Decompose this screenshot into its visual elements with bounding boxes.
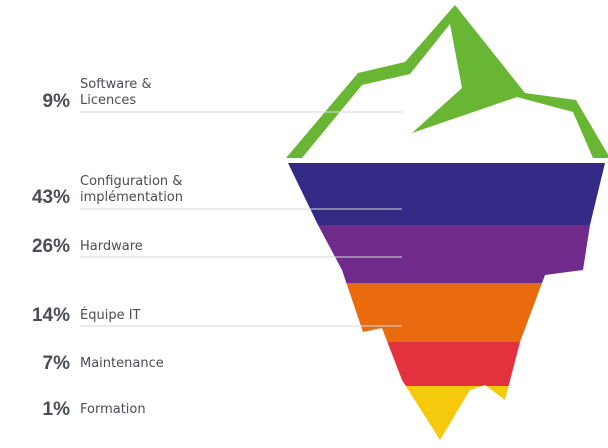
band-configuration bbox=[288, 163, 605, 225]
iceberg-underwater bbox=[288, 163, 605, 440]
band-formation bbox=[288, 386, 605, 440]
band-equipe-it bbox=[288, 283, 605, 342]
label-configuration-line1: Configuration & bbox=[80, 174, 182, 189]
label-equipe-it: Équipe IT bbox=[80, 307, 141, 323]
iceberg-tip-inner bbox=[302, 24, 593, 158]
percent-equipe-it: 14% bbox=[32, 305, 70, 326]
label-configuration-line2: implémentation bbox=[80, 190, 183, 205]
band-hardware bbox=[288, 225, 605, 283]
percent-configuration: 43% bbox=[32, 187, 70, 208]
label-software-line2: Licences bbox=[80, 93, 136, 108]
label-maintenance: Maintenance bbox=[80, 356, 164, 371]
percent-software: 9% bbox=[43, 91, 71, 112]
label-hardware: Hardware bbox=[80, 239, 143, 254]
label-formation: Formation bbox=[80, 402, 146, 417]
percent-hardware: 26% bbox=[32, 236, 70, 257]
label-software-line1: Software & bbox=[80, 77, 152, 92]
percent-maintenance: 7% bbox=[43, 353, 71, 374]
band-maintenance bbox=[288, 342, 605, 386]
percent-formation: 1% bbox=[43, 399, 71, 420]
